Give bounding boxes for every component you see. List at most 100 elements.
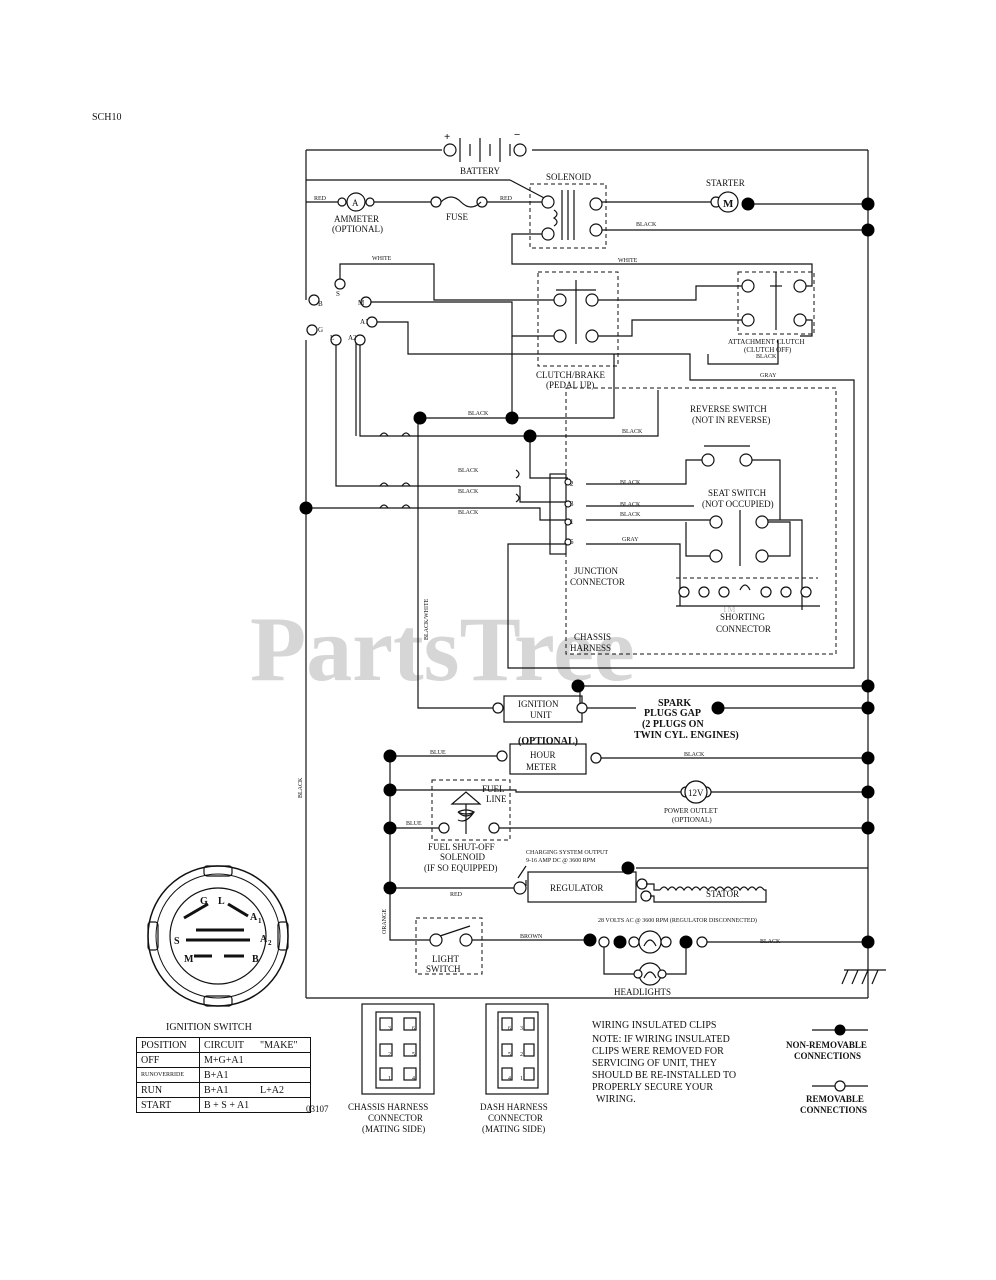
wire-label-black-1: BLACK: [636, 222, 657, 228]
chassis-harness-label-1: CHASSIS: [574, 632, 611, 642]
light-switch: LIGHT SWITCH: [415, 917, 483, 975]
chassis-pin-3: 3: [388, 1026, 391, 1032]
ignition-switch-title: IGNITION SWITCH: [166, 1022, 252, 1033]
wire-label-white-1: WHITE: [372, 256, 392, 262]
table-cell: RUNOVERRIDE: [136, 1067, 200, 1083]
schematic-code: SCH10: [92, 112, 121, 123]
junction-pin-1: 1: [570, 518, 574, 526]
wire-label-black-11: BLACK: [684, 752, 705, 758]
battery-minus-label: −: [514, 129, 520, 141]
clips-line-4: SHOULD BE RE-INSTALLED TO: [592, 1070, 736, 1081]
table-header-cell: POSITION: [136, 1037, 200, 1053]
dash-connector-label-3: (MATING SIDE): [482, 1124, 545, 1134]
ign-detail-l: L: [218, 896, 225, 907]
power-outlet-sub-label: (OPTIONAL): [672, 816, 712, 824]
headlights-label: HEADLIGHTS: [614, 987, 671, 997]
clips-title: WIRING INSULATED CLIPS: [592, 1020, 716, 1031]
wire-label-black-9: BLACK: [620, 502, 641, 508]
regulator: REGULATOR CHARGING SYSTEM OUTPUT 9-16 AM…: [513, 850, 652, 903]
junction-pin-2: 2: [570, 480, 574, 488]
wire-label-white-2: WHITE: [618, 258, 638, 264]
clutch-brake-label: CLUTCH/BRAKE: [536, 370, 606, 380]
ign-detail-s: S: [174, 936, 180, 947]
wire-label-red-1: RED: [314, 196, 327, 202]
table-cell: [256, 1097, 311, 1113]
hour-meter: (OPTIONAL) HOUR METER: [496, 736, 602, 775]
spark-plugs-label-3: (2 PLUGS ON: [642, 719, 704, 730]
table-cell: M+G+A1: [199, 1052, 256, 1068]
table-header-cell: CIRCUIT: [199, 1037, 256, 1053]
ign-term-g: G: [318, 326, 323, 334]
clips-line-1: NOTE: IF WIRING INSULATED: [592, 1034, 730, 1045]
seat-switch: SEAT SWITCH (NOT OCCUPIED): [685, 488, 791, 566]
table-cell: B+A1: [199, 1067, 256, 1083]
ign-detail-a1-sub: 1: [258, 917, 262, 925]
ignition-switch-detail: G L A 1 A 2 S M B IGNITION SWITCH: [147, 865, 289, 1033]
ign-term-a2: A2: [348, 334, 357, 342]
wire-label-black-4: BLACK: [622, 429, 643, 435]
ignition-unit-label-1: IGNITION: [518, 699, 559, 709]
spark-plugs: SPARK PLUGS GAP (2 PLUGS ON TWIN CYL. EN…: [634, 698, 739, 741]
fuse: FUSE: [430, 196, 488, 222]
ign-detail-m: M: [184, 954, 194, 965]
ammeter-label: AMMETER: [334, 214, 379, 224]
fuel-line-label-1: FUEL: [482, 784, 505, 794]
solenoid: SOLENOID: [529, 172, 607, 249]
ammeter: A AMMETER (OPTIONAL): [332, 192, 383, 234]
dash-connector-label-1: DASH HARNESS: [480, 1102, 548, 1112]
dash-pin-6: 6: [508, 1026, 511, 1032]
clutch-brake-switch: CLUTCH/BRAKE (PEDAL UP): [536, 271, 619, 390]
power-outlet-label: POWER OUTLET: [664, 807, 718, 815]
wire-label-black-10: BLACK: [620, 512, 641, 518]
dash-pin-3: 3: [520, 1026, 523, 1032]
spark-plugs-label-1: SPARK: [658, 698, 691, 709]
legend-non-removable-2: CONNECTIONS: [794, 1051, 861, 1061]
shorting-connector-label-1: SHORTING: [720, 612, 765, 622]
ign-detail-a2: A: [260, 934, 268, 945]
junction-dots: [299, 197, 875, 949]
wire-label-black-3: BLACK: [468, 411, 489, 417]
table-cell: [256, 1052, 311, 1068]
wire-label-blue-1: BLUE: [430, 750, 446, 756]
light-switch-label-1: LIGHT: [432, 954, 459, 964]
wire-label-black-6: BLACK: [458, 489, 479, 495]
table-header-row: POSITION CIRCUIT "MAKE": [136, 1037, 311, 1053]
footer-code: 03107: [306, 1104, 329, 1114]
table-row: RUNOVERRIDE B+A1: [136, 1067, 311, 1083]
wire-label-red-2: RED: [500, 196, 513, 202]
wire-label-gray-1: GRAY: [760, 373, 777, 379]
clips-line-3: SERVICING OF UNIT, THEY: [592, 1058, 717, 1069]
wiring-clips-note: WIRING INSULATED CLIPS NOTE: IF WIRING I…: [592, 1020, 736, 1105]
chassis-pin-2: 2: [388, 1052, 391, 1058]
wire-label-gray-2: GRAY: [622, 537, 639, 543]
ign-term-l: L: [330, 334, 334, 342]
power-outlet-symbol: 12V: [688, 788, 704, 798]
starter-motor: M STARTER: [706, 178, 755, 213]
table-header-cell: "MAKE": [256, 1037, 311, 1053]
legend-non-removable-1: NON-REMOVABLE: [786, 1040, 867, 1050]
reverse-switch-sub-label: (NOT IN REVERSE): [692, 415, 770, 425]
watermark-tm: TM: [722, 604, 736, 614]
ignition-switch-terminals: B S M A1 G L A2: [306, 278, 378, 346]
wire-label-black-white: BLACK/WHITE: [424, 598, 430, 640]
attachment-clutch-switch: ATTACHMENT CLUTCH (CLUTCH OFF): [728, 271, 815, 354]
battery: + − BATTERY: [443, 129, 527, 176]
stator-label: STATOR: [706, 889, 739, 899]
wire-label-black-8: BLACK: [620, 480, 641, 486]
junction-pin-6: 6: [570, 538, 574, 546]
reverse-switch-label: REVERSE SWITCH: [690, 404, 767, 414]
parts-tree-watermark: PartsTree: [250, 598, 635, 700]
junction-connector-label-1: JUNCTION: [574, 566, 618, 576]
dash-connector-label-2: CONNECTOR: [488, 1113, 543, 1123]
wire-label-black-2: BLACK: [756, 354, 777, 360]
solenoid-label: SOLENOID: [546, 172, 591, 182]
junction-pin-3: 3: [570, 500, 574, 508]
charging-output-label-2: 9-16 AMP DC @ 3600 RPM: [526, 858, 596, 864]
table-cell: [256, 1067, 311, 1083]
stator: STATOR 28 VOLTS AC @ 3600 RPM (REGULATOR…: [598, 883, 767, 924]
chassis-pin-5: 5: [412, 1052, 415, 1058]
fuel-line-label-2: LINE: [486, 794, 507, 804]
ign-term-s: S: [336, 290, 340, 298]
table-cell: L+A2: [256, 1082, 311, 1098]
